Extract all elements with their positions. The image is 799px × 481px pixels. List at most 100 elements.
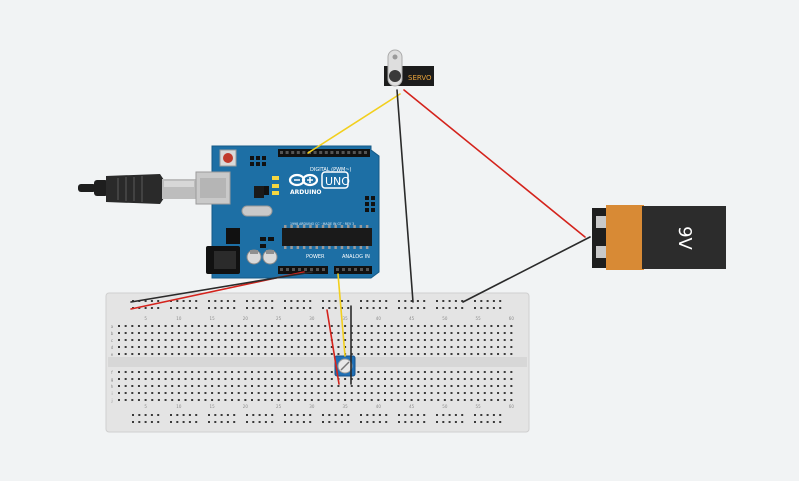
servo-motor[interactable]: SERVO	[384, 49, 434, 87]
digital-pin	[296, 151, 300, 154]
brand-label: ARDUINO	[290, 189, 321, 196]
power-header[interactable]	[278, 266, 328, 274]
battery-body	[642, 206, 726, 269]
reset-button[interactable]	[219, 149, 237, 167]
digital-pin	[280, 151, 283, 154]
row-letter: g	[111, 377, 114, 382]
wire-servo-signal[interactable]	[307, 93, 401, 154]
digital-pin	[347, 151, 351, 154]
capacitors	[246, 249, 278, 265]
wire-battery-ground[interactable]	[462, 236, 591, 303]
wire-pot-signal[interactable]	[337, 273, 346, 357]
power-pin	[286, 268, 289, 271]
battery-cap	[606, 205, 644, 270]
row-letter: h	[111, 384, 114, 389]
column-number: 50	[442, 404, 448, 409]
power-label: POWER	[306, 254, 325, 260]
column-number: 30	[309, 404, 315, 409]
breadboard-holes	[118, 300, 513, 423]
digital-pin	[352, 151, 356, 154]
column-number: 5	[144, 404, 147, 409]
power-pin	[310, 268, 313, 271]
usb-controller-chip	[254, 186, 264, 198]
atmega-chip	[282, 225, 372, 249]
digital-pin	[364, 151, 367, 154]
status-leds	[264, 176, 279, 195]
column-number: 55	[476, 404, 482, 409]
wire-servo-power[interactable]	[403, 89, 586, 238]
column-number: 15	[210, 316, 216, 321]
column-number: 10	[176, 316, 182, 321]
power-pin	[322, 268, 325, 271]
column-number: 50	[442, 316, 448, 321]
power-pin	[292, 268, 295, 271]
digital-pin	[291, 151, 295, 154]
column-number: 60	[509, 316, 515, 321]
model-label: UNO	[325, 175, 350, 188]
analog-pin	[336, 268, 339, 271]
wire-servo-ground[interactable]	[396, 89, 414, 303]
arduino-uno-board[interactable]: DIGITAL (PWM~) ARDUINO UNO	[195, 145, 380, 279]
row-letter: e	[111, 352, 114, 357]
column-number: 25	[276, 404, 282, 409]
digital-pin	[285, 151, 289, 154]
column-number: 15	[210, 404, 216, 409]
digital-pin	[302, 151, 306, 154]
digital-pwm-label: DIGITAL (PWM~)	[310, 167, 352, 173]
arduino-logo	[288, 173, 319, 187]
battery-9v[interactable]: 9V	[592, 205, 726, 270]
column-number: 45	[409, 316, 415, 321]
digital-pin	[313, 151, 317, 154]
column-number: 40	[376, 404, 382, 409]
digital-pin	[319, 151, 323, 154]
uno-label-box: UNO	[321, 171, 350, 189]
column-number: 25	[276, 316, 282, 321]
analog-in-label: ANALOG IN	[342, 254, 370, 260]
analog-header[interactable]	[334, 266, 372, 274]
battery-label: 9V	[674, 226, 695, 250]
column-number: 20	[243, 316, 249, 321]
power-pin	[304, 268, 307, 271]
breadboard-center-channel	[108, 357, 527, 367]
analog-pin	[360, 268, 363, 271]
wires[interactable]	[130, 89, 591, 385]
power-pin	[316, 268, 319, 271]
power-pin	[298, 268, 301, 271]
voltage-regulator	[226, 228, 240, 244]
servo-label: SERVO	[408, 74, 432, 82]
column-number: 10	[176, 404, 182, 409]
fine-print: 1998 ARDUINO CC · MADE IN GT · REV 3	[290, 222, 354, 226]
icsp-header-top	[250, 156, 266, 166]
row-letter: d	[111, 345, 114, 350]
column-number: 20	[243, 404, 249, 409]
usb-cable[interactable]	[78, 174, 196, 204]
analog-pin	[348, 268, 351, 271]
row-letter: c	[111, 338, 113, 343]
wire-pot-power[interactable]	[326, 309, 340, 385]
analog-pin	[342, 268, 345, 271]
digital-header[interactable]	[278, 149, 370, 157]
digital-pin	[324, 151, 328, 154]
column-number: 60	[509, 404, 515, 409]
digital-pin	[336, 151, 339, 154]
wire-gnd[interactable]	[130, 271, 313, 303]
digital-pin	[341, 151, 345, 154]
potentiometer[interactable]	[334, 355, 356, 377]
column-number: 45	[409, 404, 415, 409]
digital-pin	[330, 151, 334, 154]
row-letter: j	[110, 398, 112, 403]
column-number: 30	[309, 316, 315, 321]
crystal-oscillator	[241, 205, 273, 217]
column-number: 5	[144, 316, 147, 321]
smd-components	[260, 237, 274, 248]
power-pin	[280, 268, 283, 271]
column-number: 35	[343, 404, 349, 409]
icsp-header-right	[365, 196, 375, 212]
row-letter: a	[111, 324, 114, 329]
digital-pin	[358, 151, 362, 154]
